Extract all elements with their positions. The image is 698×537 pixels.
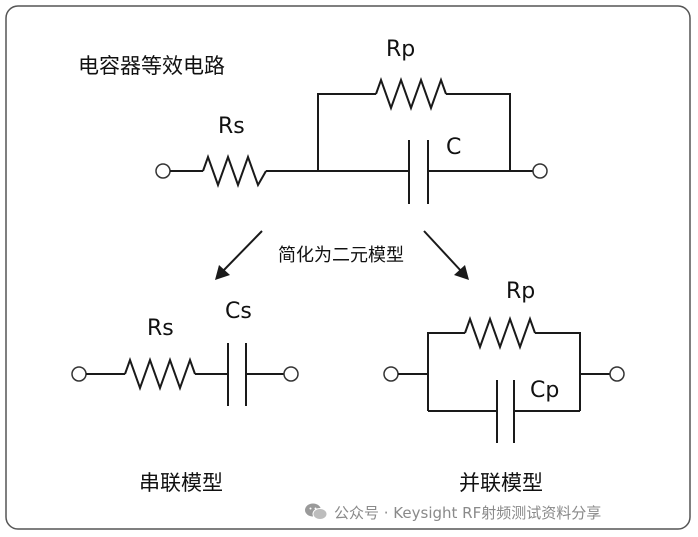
- arrow-left: [221, 230, 263, 273]
- top-circuit: [155, 77, 548, 204]
- top-right-terminal: [532, 163, 548, 179]
- parallel-cp-label: Cp: [530, 378, 559, 403]
- wechat-icon: [305, 503, 328, 520]
- series-right-terminal: [283, 366, 299, 382]
- parallel-rp-resistor: [464, 316, 536, 350]
- arrow-right: [423, 230, 463, 273]
- simplify-arrows: [215, 230, 469, 280]
- diagram-title: 电容器等效电路: [78, 54, 225, 78]
- simplify-label: 简化为二元模型: [278, 245, 404, 266]
- rs-resistor: [202, 154, 267, 188]
- top-rs-label: Rs: [218, 114, 245, 139]
- top-rp-label: Rp: [386, 37, 415, 62]
- rp-resistor: [375, 77, 447, 111]
- top-left-terminal: [155, 163, 171, 179]
- parallel-right-terminal: [609, 366, 625, 382]
- parallel-left-terminal: [383, 366, 399, 382]
- series-circuit: [71, 343, 299, 406]
- series-model-caption: 串联模型: [139, 471, 223, 495]
- parallel-rp-label: Rp: [506, 279, 535, 304]
- parallel-model-caption: 并联模型: [459, 471, 543, 495]
- parallel-circuit: [383, 316, 625, 443]
- watermark-text: 公众号 · Keysight RF射频测试资料分享: [334, 503, 602, 522]
- series-cs-label: Cs: [225, 299, 252, 324]
- frame-border: [5, 5, 691, 530]
- series-rs-label: Rs: [147, 316, 174, 341]
- top-c-label: C: [446, 135, 461, 160]
- series-left-terminal: [71, 366, 87, 382]
- watermark: 公众号 · Keysight RF射频测试资料分享: [304, 500, 601, 524]
- series-rs-resistor: [124, 357, 196, 391]
